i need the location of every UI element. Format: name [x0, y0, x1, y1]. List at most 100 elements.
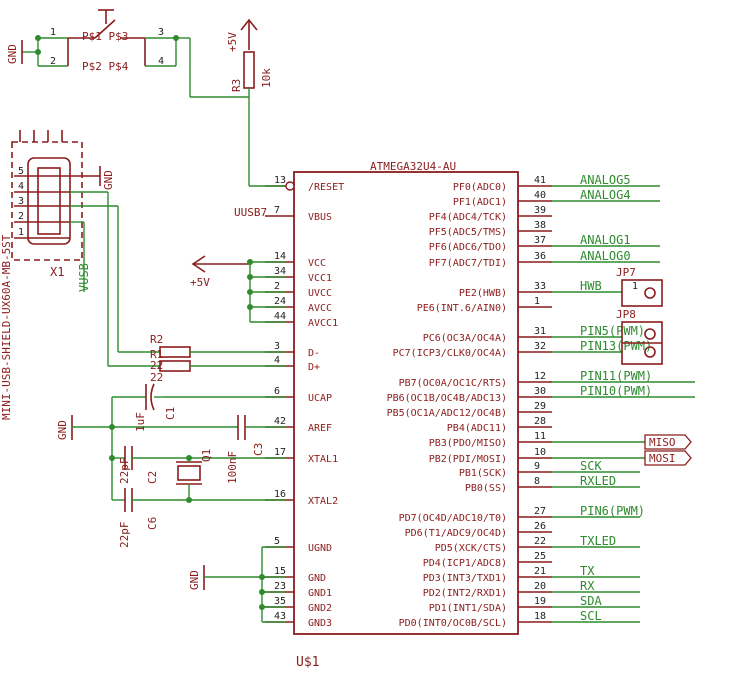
net-label: SCL: [580, 609, 602, 623]
q1-ref: Q1: [200, 449, 213, 462]
pin-label: PE6(INT.6/AIN0): [417, 303, 507, 314]
pin-number: 30: [534, 386, 546, 397]
pin-label: PB3(PDO/MISO): [429, 438, 507, 449]
pin-number: 31: [534, 326, 546, 337]
pin-label: VBUS: [308, 212, 332, 223]
pin-label: PB7(OC0A/OC1C/RTS): [399, 378, 507, 389]
usb-pin-4: 4: [18, 181, 24, 192]
pin-number: 17: [274, 447, 286, 458]
pin-number: 27: [534, 506, 546, 517]
pin-number: 29: [534, 401, 546, 412]
jp8-ref: JP8: [616, 308, 636, 321]
gnd-rail-label: GND: [56, 420, 69, 440]
pin-label: PD7(OC4D/ADC10/T0): [399, 513, 507, 524]
pin-label: GND3: [308, 618, 332, 629]
net-label: MISO: [649, 436, 676, 449]
resistors-r1-r2: R2 R1 22 22: [150, 333, 285, 384]
pin-label: PD1(INT1/SDA): [429, 603, 507, 614]
net-label: PIN6(PWM): [580, 504, 645, 518]
pin-label: VCC: [308, 258, 326, 269]
pin-label: AREF: [308, 423, 332, 434]
pin-number: 13: [274, 175, 286, 186]
pin-number: 18: [534, 611, 546, 622]
pin-label: PD0(INT0/OC0B/SCL): [399, 618, 507, 629]
c2-value: 22pF: [118, 458, 131, 485]
c1-ref: C1: [164, 407, 177, 420]
pin-number: 44: [274, 311, 286, 322]
pin-label: XTAL2: [308, 496, 338, 507]
pin-number: 7: [274, 205, 280, 216]
r3-value: 10k: [260, 68, 273, 88]
pin-number: 26: [534, 521, 546, 532]
pin-number: 34: [274, 266, 286, 277]
pin-label: VCC1: [308, 273, 332, 284]
switch-pin-4: 4: [158, 56, 164, 67]
chip-name: ATMEGA32U4-AU: [370, 160, 456, 173]
pin-number: 36: [534, 251, 546, 262]
pin-number: 2: [274, 281, 280, 292]
pin-number: 6: [274, 386, 280, 397]
gnd-bottom-label: GND: [188, 570, 201, 590]
pin-label: UVCC: [308, 288, 332, 299]
net-label: ANALOG0: [580, 249, 631, 263]
pin-number: 37: [534, 235, 546, 246]
usb-wires: VUSB: [70, 191, 160, 367]
r1-value: 22: [150, 371, 163, 384]
usb-connector-name: MINI-USB-SHIELD-UX60A-MB-5ST: [0, 234, 13, 420]
pin-label: PF0(ADC0): [453, 182, 507, 193]
usb-pin-2: 2: [18, 211, 24, 222]
r3-ref: R3: [230, 79, 243, 92]
pin-label: PB2(PDI/MOSI): [429, 454, 507, 465]
jp7-pin: 1: [632, 281, 638, 292]
pin-number: 20: [534, 581, 546, 592]
pin-number: 22: [534, 536, 546, 547]
r1-ref: R1: [150, 348, 163, 361]
pin-number: 33: [534, 281, 546, 292]
power-5v: +5V: [190, 255, 285, 323]
switch-pins-top: P$1 P$3: [82, 30, 128, 43]
pin-label: PB1(SCK): [459, 468, 507, 479]
pin-number: 10: [534, 447, 546, 458]
pin-label: PD6(T1/ADC9/OC4D): [405, 528, 507, 539]
net-label: RX: [580, 579, 595, 593]
chip-ref: U$1: [296, 655, 319, 670]
c3-ref: C3: [252, 443, 265, 456]
net-label: PIN13(PWM): [580, 339, 652, 353]
vbus-net-label: UUSB7: [234, 206, 267, 219]
pin-number: 25: [534, 551, 546, 562]
pin-number: 41: [534, 175, 546, 186]
usb-ref: X1: [50, 265, 64, 279]
c6-value: 22pF: [118, 522, 131, 549]
net-label: RXLED: [580, 474, 616, 488]
net-label: HWB: [580, 279, 602, 293]
pin-number: 4: [274, 355, 280, 366]
r2-value: 22: [150, 359, 163, 372]
pin-label: /RESET: [308, 182, 344, 193]
net-label: ANALOG4: [580, 188, 631, 202]
net-label: ANALOG5: [580, 173, 631, 187]
c2-ref: C2: [146, 471, 159, 484]
switch-pin-3: 3: [158, 27, 164, 38]
c1-value: 1uF: [134, 412, 147, 432]
switch-pins-bottom: P$2 P$4: [82, 60, 129, 73]
pin-label: PB4(ADC11): [447, 423, 507, 434]
left-pin-group: 13/RESET7VBUS14VCC34VCC12UVCC24AVCC44AVC…: [265, 175, 344, 629]
pin-number: 28: [534, 416, 546, 427]
gnd-rail: GND: [56, 396, 238, 501]
jumper-jp8: JP8: [616, 308, 663, 365]
